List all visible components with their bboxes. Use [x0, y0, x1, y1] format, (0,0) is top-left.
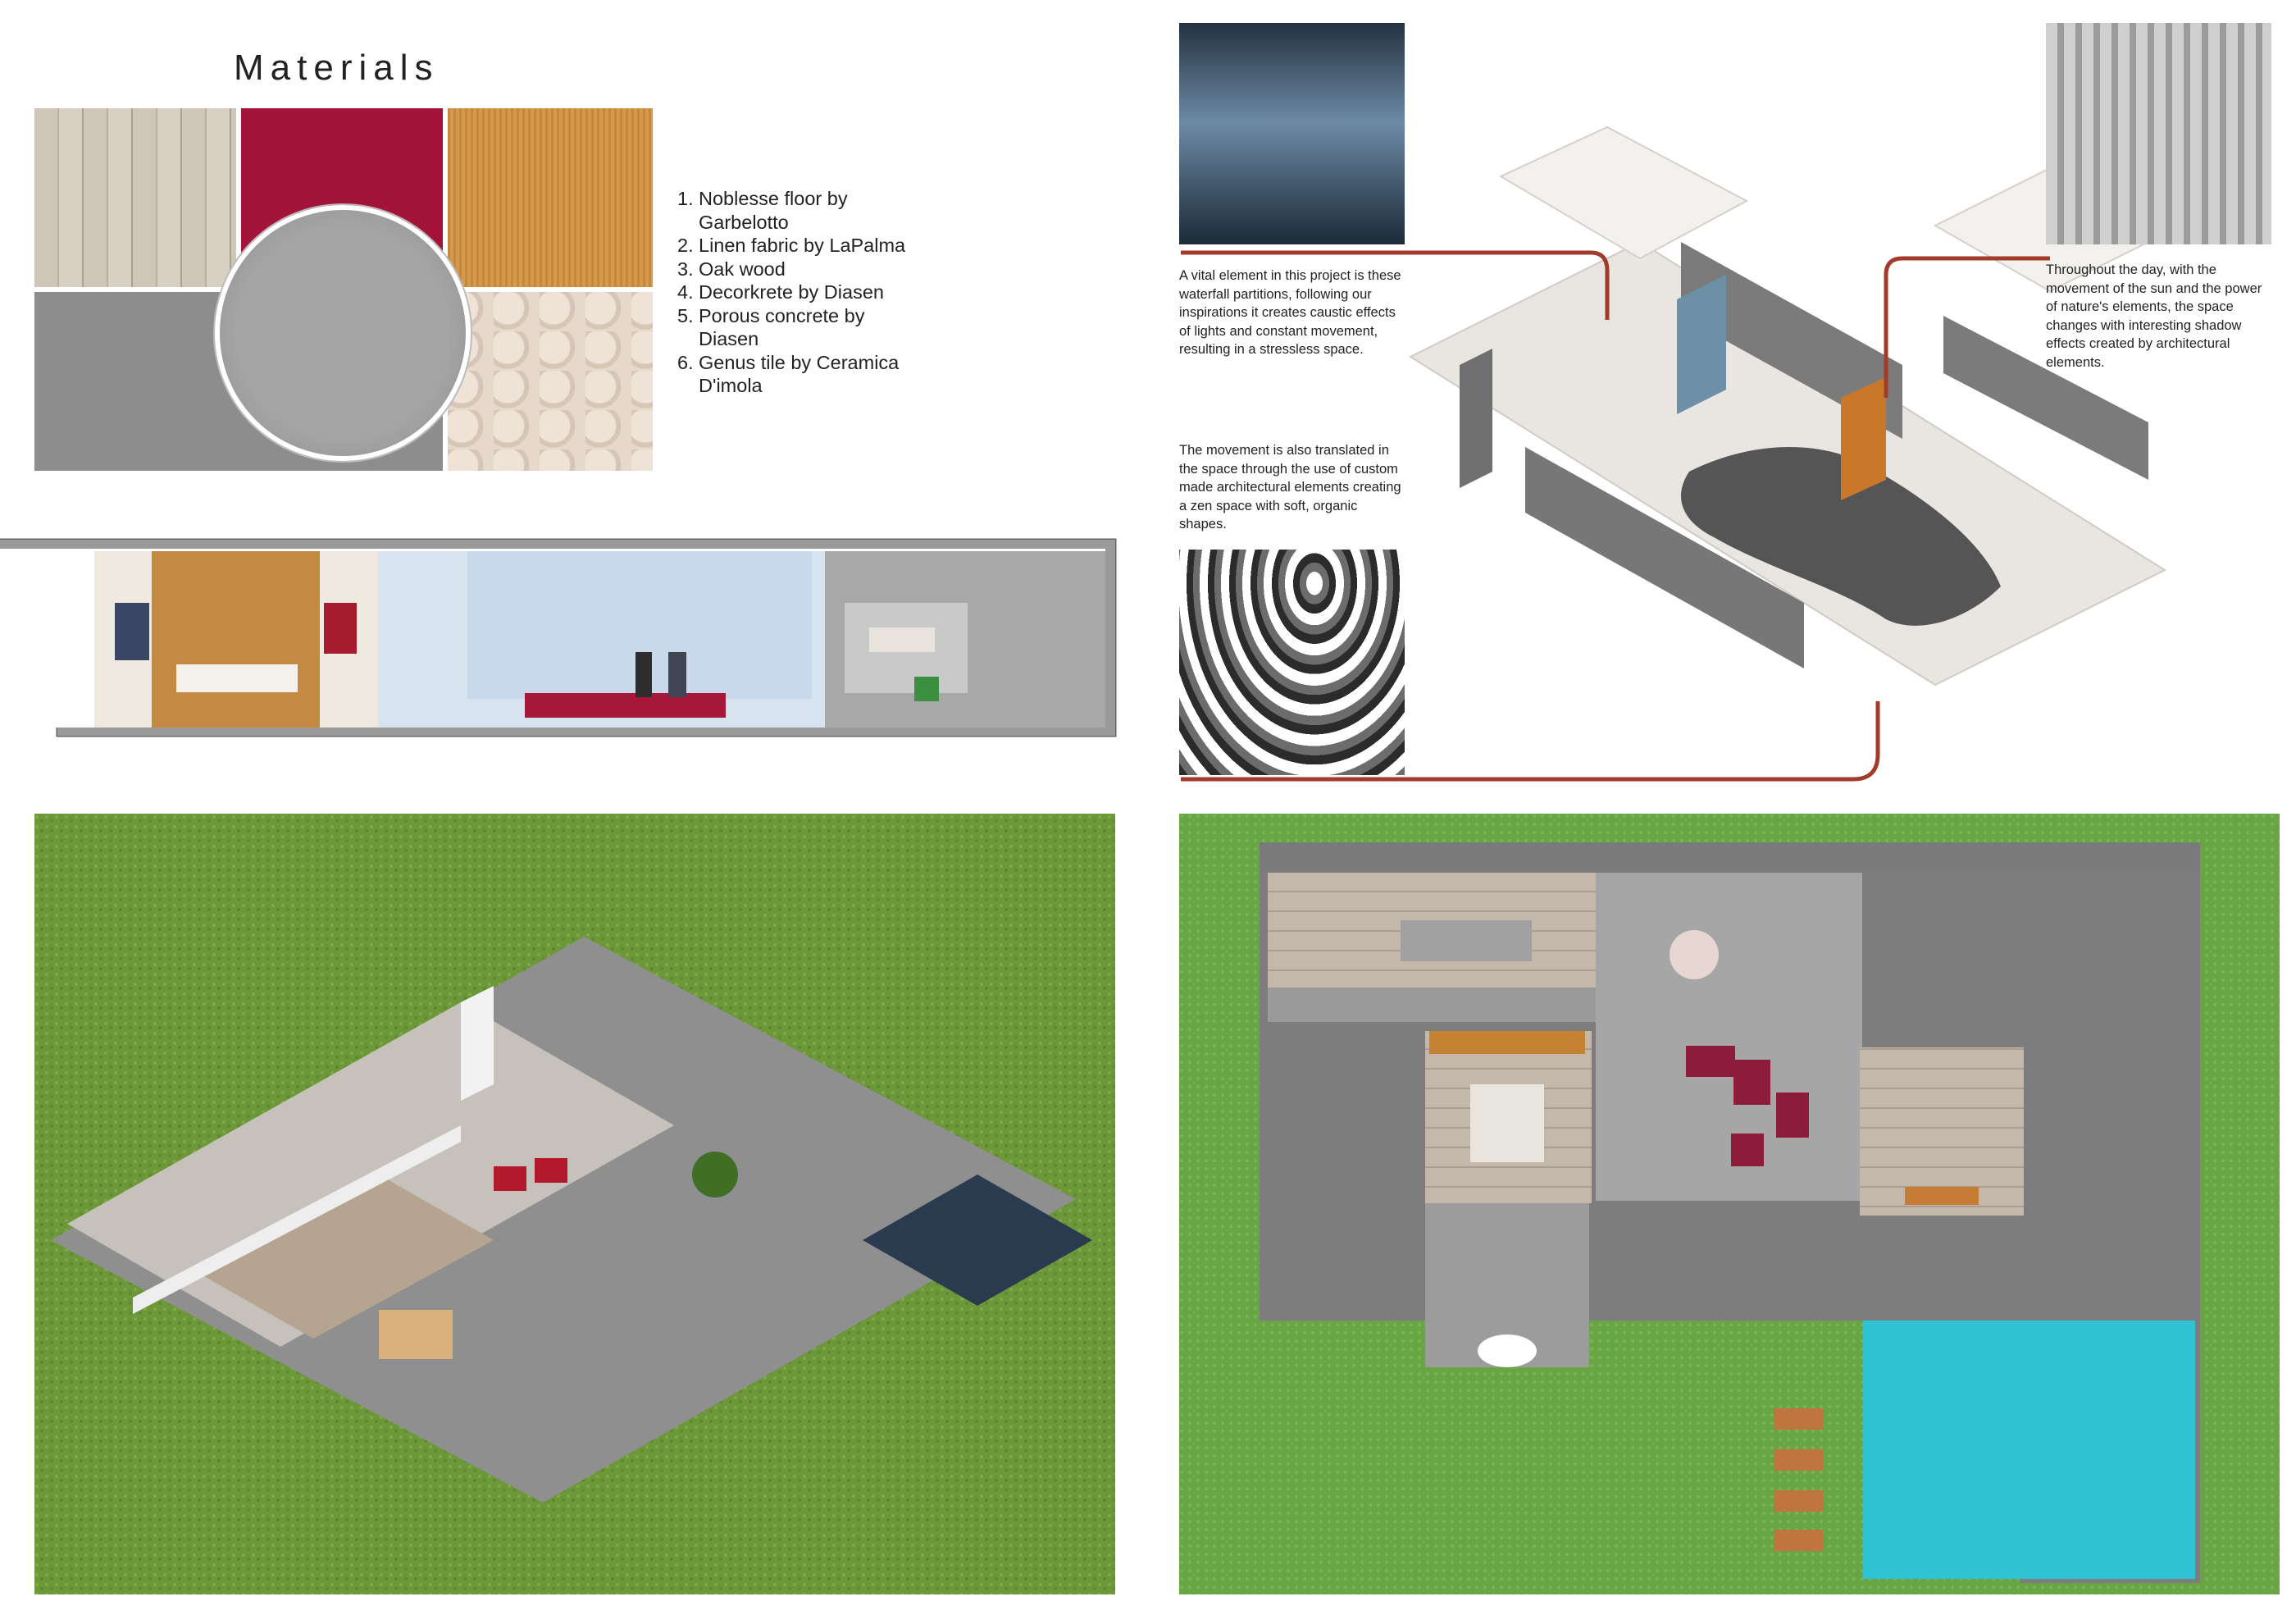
- waterfall-photo: [1179, 23, 1405, 244]
- axonometric-drawing: [1181, 12, 2280, 820]
- materials-list: 1.Noblesse floor by Garbelotto 2.Linen f…: [677, 187, 923, 398]
- list-item: 1.Noblesse floor by Garbelotto: [677, 188, 848, 233]
- list-item: 2.Linen fabric by LaPalma: [677, 235, 906, 256]
- building-section-drawing: [0, 537, 1117, 742]
- list-item: 6.Genus tile by Ceramica D'imola: [677, 351, 900, 397]
- swatch-oak-wood: [448, 108, 653, 287]
- list-item: 4.Decorkrete by Diasen: [677, 281, 884, 303]
- materials-title: Materials: [234, 48, 440, 88]
- list-item: 3.Oak wood: [677, 258, 786, 280]
- movement-note: The movement is also translated in the s…: [1179, 443, 1401, 531]
- swatch-porous-concrete: [215, 205, 471, 461]
- swatch-genus-tile: [448, 292, 653, 471]
- materials-swatch-board: [34, 108, 653, 471]
- aerial-render: [34, 814, 1115, 1594]
- organic-shapes-photo: [1179, 550, 1405, 775]
- swatch-noblesse-floor: [34, 108, 236, 287]
- sun-note: Throughout the day, with the movement of…: [2046, 262, 2262, 370]
- floor-plan: [1179, 814, 2280, 1594]
- list-item: 5.Porous concrete by Diasen: [677, 304, 865, 350]
- shadow-corridor-photo: [2046, 23, 2271, 244]
- waterfall-note: A vital element in this project is these…: [1179, 268, 1401, 357]
